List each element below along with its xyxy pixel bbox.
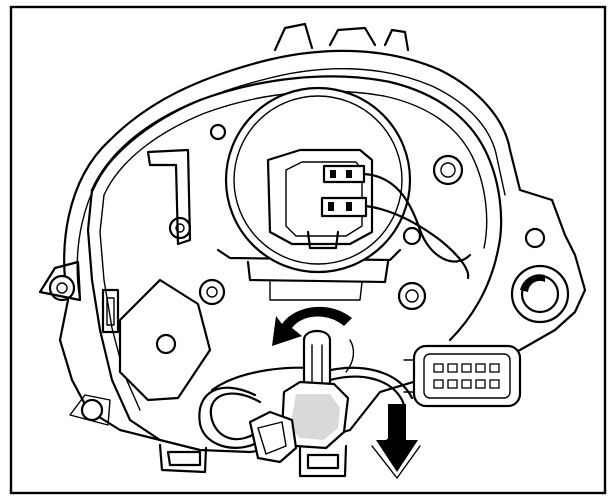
headlamp-housing: [38, 22, 587, 478]
bulb-socket: [248, 329, 350, 464]
rotation-arrow-icon: [272, 306, 355, 373]
down-arrow-icon: [371, 404, 421, 479]
mounting-screw: [510, 264, 570, 324]
electrical-connector: [403, 344, 522, 408]
bulb-holder: [224, 86, 472, 280]
